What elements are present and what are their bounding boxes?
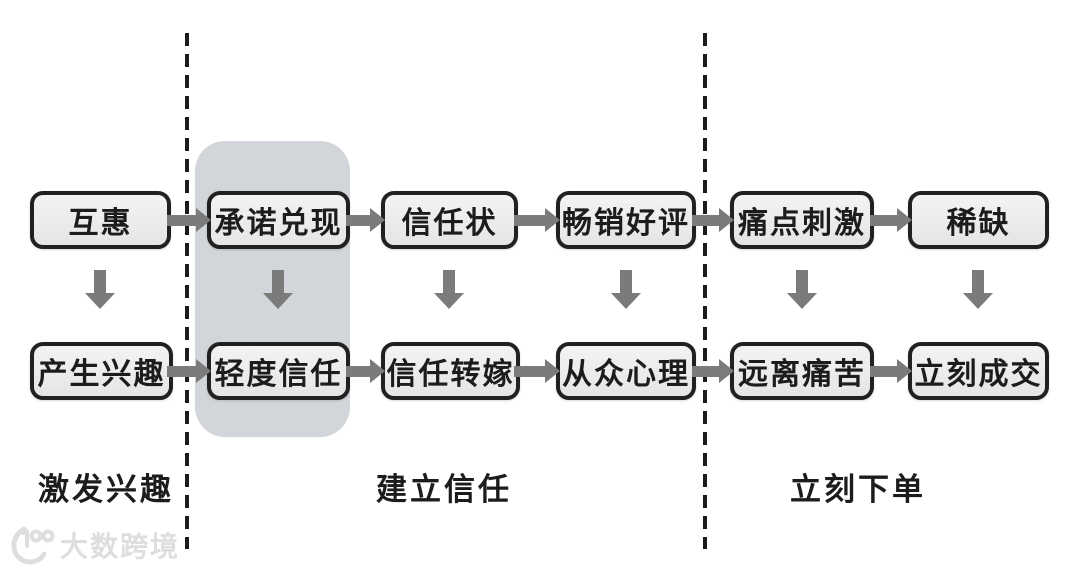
stage-label-build-trust: 建立信任 (376, 472, 512, 507)
arrow-down-icon (263, 270, 293, 309)
node-herd-mentality: 从众心理 (556, 342, 696, 400)
arrow-right-icon (167, 208, 211, 232)
arrow-down-icon (611, 270, 641, 309)
node-immediate-deal: 立刻成交 (908, 342, 1049, 400)
stage-divider-2 (703, 33, 707, 549)
arrow-down-icon (434, 270, 464, 309)
arrow-right-icon (514, 359, 560, 383)
arrow-right-icon (346, 359, 385, 383)
stage-label-spark-interest: 激发兴趣 (38, 472, 174, 507)
arrow-right-icon (514, 208, 560, 232)
node-trust-transfer: 信任转嫁 (381, 342, 520, 400)
arrow-down-icon (85, 270, 115, 309)
stage-divider-1 (185, 33, 189, 549)
watermark-text: 大数跨境 (60, 531, 181, 562)
arrow-right-icon (870, 208, 912, 232)
node-bestseller-reviews: 畅销好评 (556, 191, 696, 249)
arrow-right-icon (870, 359, 912, 383)
watermark-logo-icon (11, 526, 55, 565)
arrow-right-icon (692, 359, 734, 383)
arrow-down-icon (787, 270, 817, 309)
node-light-trust: 轻度信任 (207, 342, 350, 400)
node-reciprocity: 互惠 (30, 191, 171, 249)
arrow-right-icon (167, 359, 211, 383)
stage-label-order-now: 立刻下单 (790, 472, 926, 507)
node-scarcity: 稀缺 (908, 191, 1049, 249)
node-pain-point-stimulus: 痛点刺激 (730, 191, 874, 249)
watermark: 大数跨境 (10, 524, 180, 566)
node-trust-credential: 信任状 (381, 191, 518, 249)
node-generate-interest: 产生兴趣 (30, 342, 173, 400)
arrow-down-icon (963, 270, 993, 309)
node-away-from-pain: 远离痛苦 (730, 342, 874, 400)
arrow-right-icon (346, 208, 385, 232)
node-promise-fulfillment: 承诺兑现 (207, 191, 350, 249)
arrow-right-icon (692, 208, 734, 232)
